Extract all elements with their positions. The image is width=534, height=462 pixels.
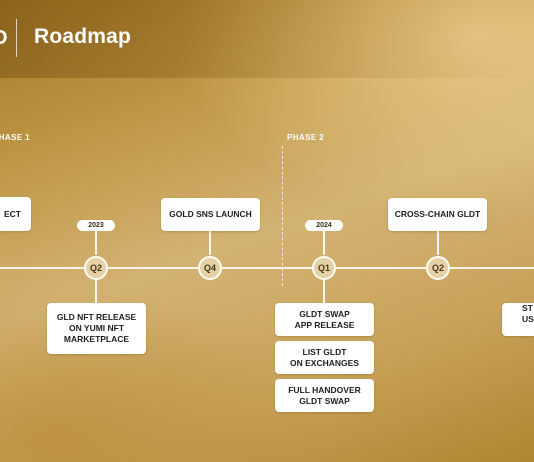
milestone-card-line: ON EXCHANGES <box>290 357 359 368</box>
milestone-card-gold-sns-launch: GOLD SNS LAUNCH <box>161 198 260 231</box>
timeline-node-q1-2024: Q1 <box>312 256 336 280</box>
milestone-card-line: USE <box>522 314 534 324</box>
milestone-card-cross-chain-gldt: CROSS-CHAIN GLDT <box>388 198 487 231</box>
milestone-card-line: GLD NFT RELEASE <box>56 312 137 322</box>
milestone-card-line: FULL HANDOVER <box>288 384 361 395</box>
milestone-card-gld-nft-release: GLD NFT RELEASE ON YUMI NFT MARKETPLACE <box>47 303 146 354</box>
year-pill-2024: 2024 <box>305 220 343 231</box>
phase-2-label: PHASE 2 <box>287 133 325 142</box>
logo: O <box>0 27 8 50</box>
page-title: Roadmap <box>34 25 132 48</box>
milestone-card-left-partial: ECT <box>0 197 31 231</box>
year-pill-2023: 2023 <box>77 220 115 231</box>
milestone-card-line: LIST GLDT <box>302 346 347 357</box>
timeline-node-q2-2024: Q2 <box>426 256 450 280</box>
header-bar: O Roadmap <box>0 0 534 78</box>
connector-q1-2024-down <box>323 279 325 303</box>
milestone-card-line: ST <box>522 303 533 313</box>
milestone-card-line: MARKETPLACE <box>63 334 130 344</box>
milestone-card-list-gldt: LIST GLDT ON EXCHANGES <box>275 341 374 374</box>
connector-q2-2024-up <box>437 231 439 255</box>
timeline-node-q4-2023: Q4 <box>198 256 222 280</box>
milestone-card-right-partial: ST USE <box>502 303 534 336</box>
milestone-card-line: APP RELEASE <box>294 319 355 330</box>
phase-divider <box>282 146 283 286</box>
milestone-card-line: GLDT SWAP <box>299 308 350 319</box>
milestone-card-gldt-swap-app-release: GLDT SWAP APP RELEASE <box>275 303 374 336</box>
milestone-card-label: CROSS-CHAIN GLDT <box>394 209 481 219</box>
milestone-card-line: ON YUMI NFT <box>68 323 125 333</box>
timeline-line <box>0 267 534 269</box>
milestone-card-full-handover: FULL HANDOVER GLDT SWAP <box>275 379 374 412</box>
connector-q4-up <box>209 231 211 255</box>
milestone-card-line: GLDT SWAP <box>299 395 350 406</box>
connector-q2-2023-up <box>95 231 97 255</box>
connector-q2-2023-down <box>95 279 97 303</box>
phase-1-label: PHASE 1 <box>0 133 31 142</box>
milestone-card-label: ECT <box>4 208 21 219</box>
milestone-card-label: GOLD SNS LAUNCH <box>169 209 252 219</box>
timeline-node-q2-2023: Q2 <box>84 256 108 280</box>
header-divider <box>16 19 17 57</box>
connector-q1-2024-up <box>323 231 325 255</box>
